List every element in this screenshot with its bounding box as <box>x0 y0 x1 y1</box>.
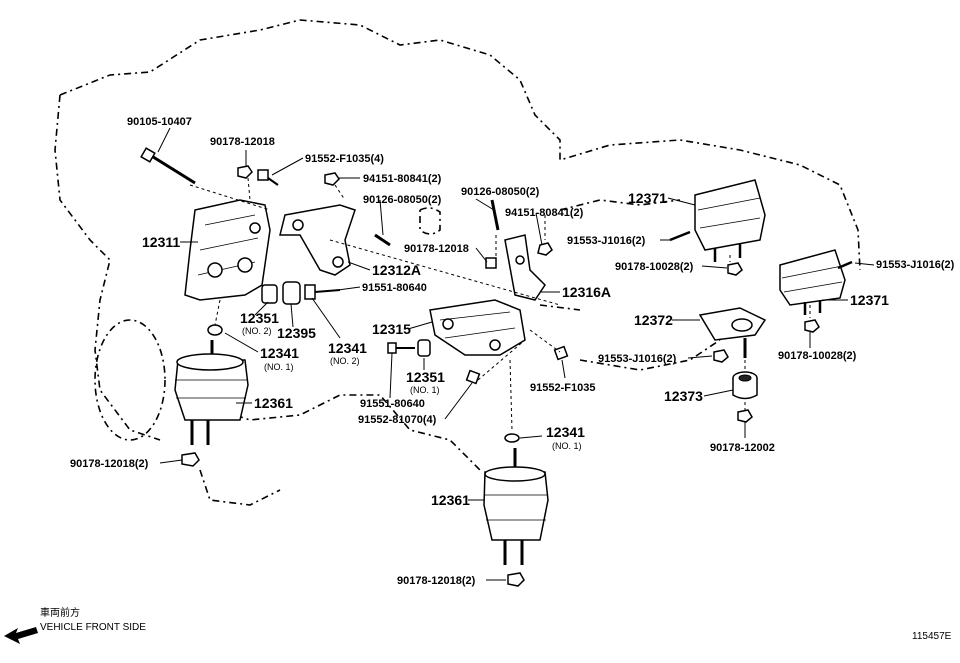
label-12373: 12373 <box>664 388 703 404</box>
leader-lines <box>157 127 875 581</box>
label-91551-80640-center: 91551-80640 <box>360 398 425 410</box>
vehicle-front-legend: 車両前方 VEHICLE FRONT SIDE <box>4 606 146 644</box>
bracket-12311 <box>184 199 271 301</box>
mount-12371-lower <box>779 249 853 333</box>
label-12341-no2-sub: (NO. 2) <box>330 356 360 366</box>
bracket-12315 <box>429 234 546 356</box>
label-91553-j1016-upper: 91553-J1016(2) <box>567 235 646 247</box>
label-94151-80841-center: 94151-80841(2) <box>505 207 584 219</box>
figure-id: 115457E <box>912 631 952 642</box>
label-12351-no1: 12351 <box>406 369 445 385</box>
label-91552-81070-4: 91552-81070(4) <box>358 414 437 426</box>
engine-outline <box>54 19 861 506</box>
legend-jp-text: 車両前方 <box>40 606 80 619</box>
label-12341-no1-left: 12341 <box>260 345 299 361</box>
label-12371-upper: 12371 <box>628 190 667 206</box>
label-12311: 12311 <box>142 234 180 250</box>
long-bolt <box>140 147 196 185</box>
label-90105-10407: 90105-10407 <box>127 116 192 128</box>
label-91552-f1035: 91552-F1035 <box>530 382 595 394</box>
label-90178-12018-2-left: 90178-12018(2) <box>70 458 149 470</box>
legend-en-text: VEHICLE FRONT SIDE <box>40 622 146 633</box>
label-90178-10028-lower: 90178-10028(2) <box>778 350 857 362</box>
label-90126-08050-left: 90126-08050(2) <box>363 194 442 206</box>
support-12372 <box>698 307 767 363</box>
label-91553-j1016-right: 91553-J1016(2) <box>876 259 955 271</box>
bracket-12312a <box>279 204 356 276</box>
label-90178-12018-2-center: 90178-12018(2) <box>397 575 476 587</box>
label-12341-no2: 12341 <box>328 340 367 356</box>
label-12371-lower: 12371 <box>850 292 889 308</box>
label-12361-center: 12361 <box>431 492 470 508</box>
label-12316a: 12316A <box>562 284 611 300</box>
label-91552-f1035-4: 91552-F1035(4) <box>305 153 384 165</box>
mount-12361-center <box>483 433 549 587</box>
mount-12361-left <box>174 324 249 467</box>
label-94151-80841-left: 94151-80841(2) <box>363 173 442 185</box>
label-12341-no1-center-sub: (NO. 1) <box>552 441 582 451</box>
label-12315: 12315 <box>372 321 411 337</box>
cushion-12373 <box>732 371 758 423</box>
label-90178-12002: 90178-12002 <box>710 442 775 454</box>
label-90178-12018-center: 90178-12018 <box>404 243 469 255</box>
front-arrow-icon <box>4 627 38 644</box>
label-90178-12018-top: 90178-12018 <box>210 136 275 148</box>
label-12372: 12372 <box>634 312 673 328</box>
label-90126-08050-center: 90126-08050(2) <box>461 186 540 198</box>
label-12351-no2-sub: (NO. 2) <box>242 326 272 336</box>
label-12361-left: 12361 <box>254 395 293 411</box>
label-91553-j1016-lower: 91553-J1016(2) <box>598 353 677 365</box>
label-12351-no1-sub: (NO. 1) <box>410 385 440 395</box>
label-12341-no1-center: 12341 <box>546 424 585 440</box>
assembly-lines <box>189 177 811 431</box>
label-12312a: 12312A <box>372 262 421 278</box>
mount-12371-upper <box>669 179 766 276</box>
label-91551-80640-left: 91551-80640 <box>362 282 427 294</box>
label-90178-10028-upper: 90178-10028(2) <box>615 261 694 273</box>
label-12341-no1-left-sub: (NO. 1) <box>264 362 294 372</box>
label-12351-no2: 12351 <box>240 310 279 326</box>
label-12395: 12395 <box>277 325 316 341</box>
bushings-left <box>261 281 341 305</box>
part-labels: 90105-10407 90178-12018 91552-F1035(4) 9… <box>70 116 955 587</box>
top-fasteners <box>237 165 391 247</box>
